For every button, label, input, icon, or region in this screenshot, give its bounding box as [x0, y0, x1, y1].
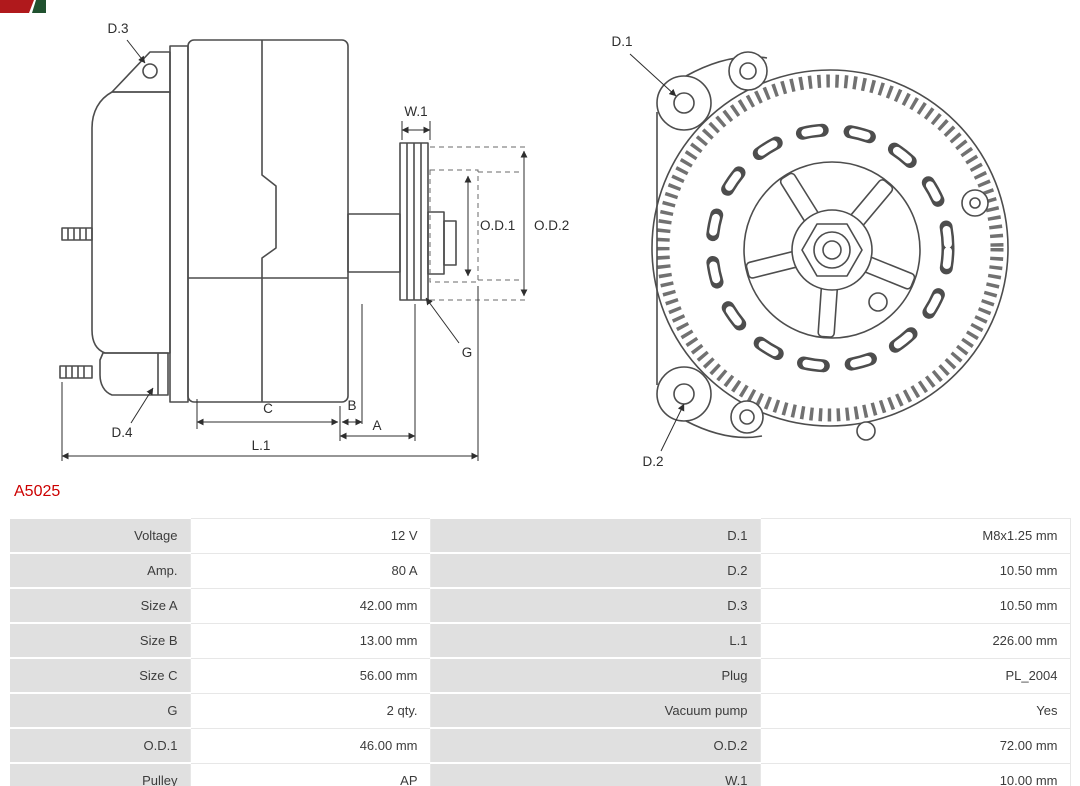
- alternator-rear-view: [651, 51, 1009, 441]
- spec-value: 226.00 mm: [759, 622, 1071, 659]
- spec-label: Size C: [10, 657, 190, 694]
- spec-value: 10.50 mm: [759, 587, 1071, 624]
- brand-logo: [0, 0, 46, 18]
- spec-label: O.D.2: [430, 727, 760, 764]
- spec-label: Amp.: [10, 552, 190, 589]
- spec-value: 80 A: [189, 552, 431, 589]
- technical-drawing: D.3 D.4 W.1 O.D.1 O.D.2 G C B A L.1 D.1 …: [59, 21, 1009, 469]
- spec-label: Voltage: [10, 517, 190, 554]
- label-d3: D.3: [107, 21, 128, 36]
- label-d1: D.1: [611, 34, 632, 49]
- spec-label: Pulley: [10, 762, 190, 786]
- spec-value: M8x1.25 mm: [759, 517, 1071, 554]
- spec-value: 42.00 mm: [189, 587, 431, 624]
- part-number: A5025: [14, 483, 61, 500]
- spec-row: Amp. 80 A D.2 10.50 mm: [10, 552, 1071, 589]
- dimension-lines: [61, 39, 685, 461]
- spec-value: Yes: [759, 692, 1071, 729]
- spec-value: 2 qty.: [189, 692, 431, 729]
- spec-row: G 2 qty. Vacuum pump Yes: [10, 692, 1071, 729]
- label-d2: D.2: [642, 454, 663, 469]
- label-a: A: [372, 418, 381, 433]
- spec-label: L.1: [430, 622, 760, 659]
- label-d4: D.4: [111, 425, 133, 440]
- spec-value: PL_2004: [759, 657, 1071, 694]
- spec-row: Voltage 12 V D.1 M8x1.25 mm: [10, 517, 1071, 554]
- spec-row: Size C 56.00 mm Plug PL_2004: [10, 657, 1071, 694]
- spec-table: Voltage 12 V D.1 M8x1.25 mm Amp. 80 A D.…: [10, 517, 1071, 786]
- spec-value: AP: [189, 762, 431, 786]
- spec-label: Vacuum pump: [430, 692, 760, 729]
- label-b: B: [347, 398, 356, 413]
- spec-row: Size B 13.00 mm L.1 226.00 mm: [10, 622, 1071, 659]
- spec-value: 10.00 mm: [759, 762, 1071, 786]
- spec-value: 72.00 mm: [759, 727, 1071, 764]
- spec-label: D.2: [430, 552, 760, 589]
- dimension-labels: D.3 D.4 W.1 O.D.1 O.D.2 G C B A L.1 D.1 …: [107, 21, 663, 469]
- spec-label: D.1: [430, 517, 760, 554]
- spec-row: Pulley AP W.1 10.00 mm: [10, 762, 1071, 786]
- spec-row: O.D.1 46.00 mm O.D.2 72.00 mm: [10, 727, 1071, 764]
- spec-label: G: [10, 692, 190, 729]
- spec-value: 10.50 mm: [759, 552, 1071, 589]
- label-g: G: [462, 345, 473, 360]
- spec-label: Plug: [430, 657, 760, 694]
- spec-value: 56.00 mm: [189, 657, 431, 694]
- label-od2: O.D.2: [534, 218, 569, 233]
- spec-label: D.3: [430, 587, 760, 624]
- label-od1: O.D.1: [480, 218, 515, 233]
- projection-lines: [429, 146, 528, 301]
- label-c: C: [263, 401, 273, 416]
- brand-logo-icon: [0, 0, 46, 13]
- label-w1: W.1: [404, 104, 427, 119]
- spec-label: Size A: [10, 587, 190, 624]
- spec-value: 13.00 mm: [189, 622, 431, 659]
- spec-label: Size B: [10, 622, 190, 659]
- spec-value: 12 V: [189, 517, 431, 554]
- spec-label: O.D.1: [10, 727, 190, 764]
- spec-label: W.1: [430, 762, 760, 786]
- spec-value: 46.00 mm: [189, 727, 431, 764]
- spec-row: Size A 42.00 mm D.3 10.50 mm: [10, 587, 1071, 624]
- label-l1: L.1: [252, 438, 271, 453]
- alternator-side-view: [59, 39, 457, 403]
